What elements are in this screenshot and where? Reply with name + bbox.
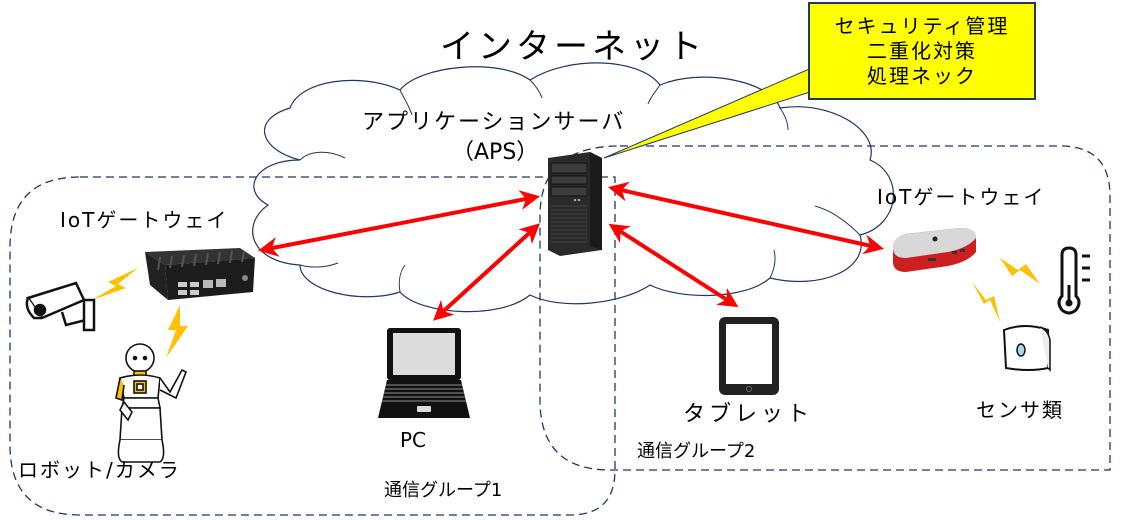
group-1-label: 通信グループ1 — [384, 480, 503, 501]
communication-group-1-border — [9, 176, 616, 516]
group-2-label: 通信グループ2 — [637, 441, 756, 462]
door-sensor-icon — [1002, 325, 1051, 372]
thermometer-icon — [1057, 246, 1090, 315]
robot-camera-label: ロボット/カメラ — [18, 458, 181, 482]
arrow-server-left-gateway — [258, 190, 540, 257]
arrow-server-right-gateway — [608, 181, 884, 255]
left-gateway-label: IoTゲートウェイ — [60, 208, 229, 232]
server-label: アプリケーションサーバ — [362, 110, 626, 135]
arrow-server-pc — [433, 223, 540, 321]
internet-title: インターネット — [440, 27, 706, 67]
server-abbrev-label: （APS） — [452, 140, 539, 165]
mini-pc-gateway-icon — [145, 248, 255, 300]
server-tower-icon — [548, 152, 602, 256]
red-box-gateway-icon — [893, 228, 976, 272]
tablet-icon — [719, 317, 779, 395]
callout-line: 処理ネック — [867, 63, 977, 88]
lightning-icon — [1000, 258, 1040, 284]
robot-icon — [115, 343, 188, 463]
tablet-label: タブレット — [683, 402, 814, 427]
lightning-icon — [166, 305, 188, 358]
lightning-icon — [972, 282, 1000, 322]
right-gateway-label: IoTゲートウェイ — [877, 185, 1046, 209]
pc-label: PC — [400, 428, 427, 452]
lightning-icon — [92, 268, 138, 300]
callout-line: 二重化対策 — [867, 38, 977, 63]
connection-arrows — [258, 181, 884, 321]
callout-line: セキュリティ管理 — [834, 13, 1010, 38]
wireless-signal-icons — [92, 258, 1040, 358]
security-camera-icon — [25, 281, 96, 332]
callout-box: セキュリティ管理 二重化対策 処理ネック — [808, 2, 1036, 100]
communication-group-2-border — [539, 145, 1111, 471]
sensors-label: センサ類 — [976, 398, 1064, 422]
laptop-icon — [378, 328, 470, 418]
